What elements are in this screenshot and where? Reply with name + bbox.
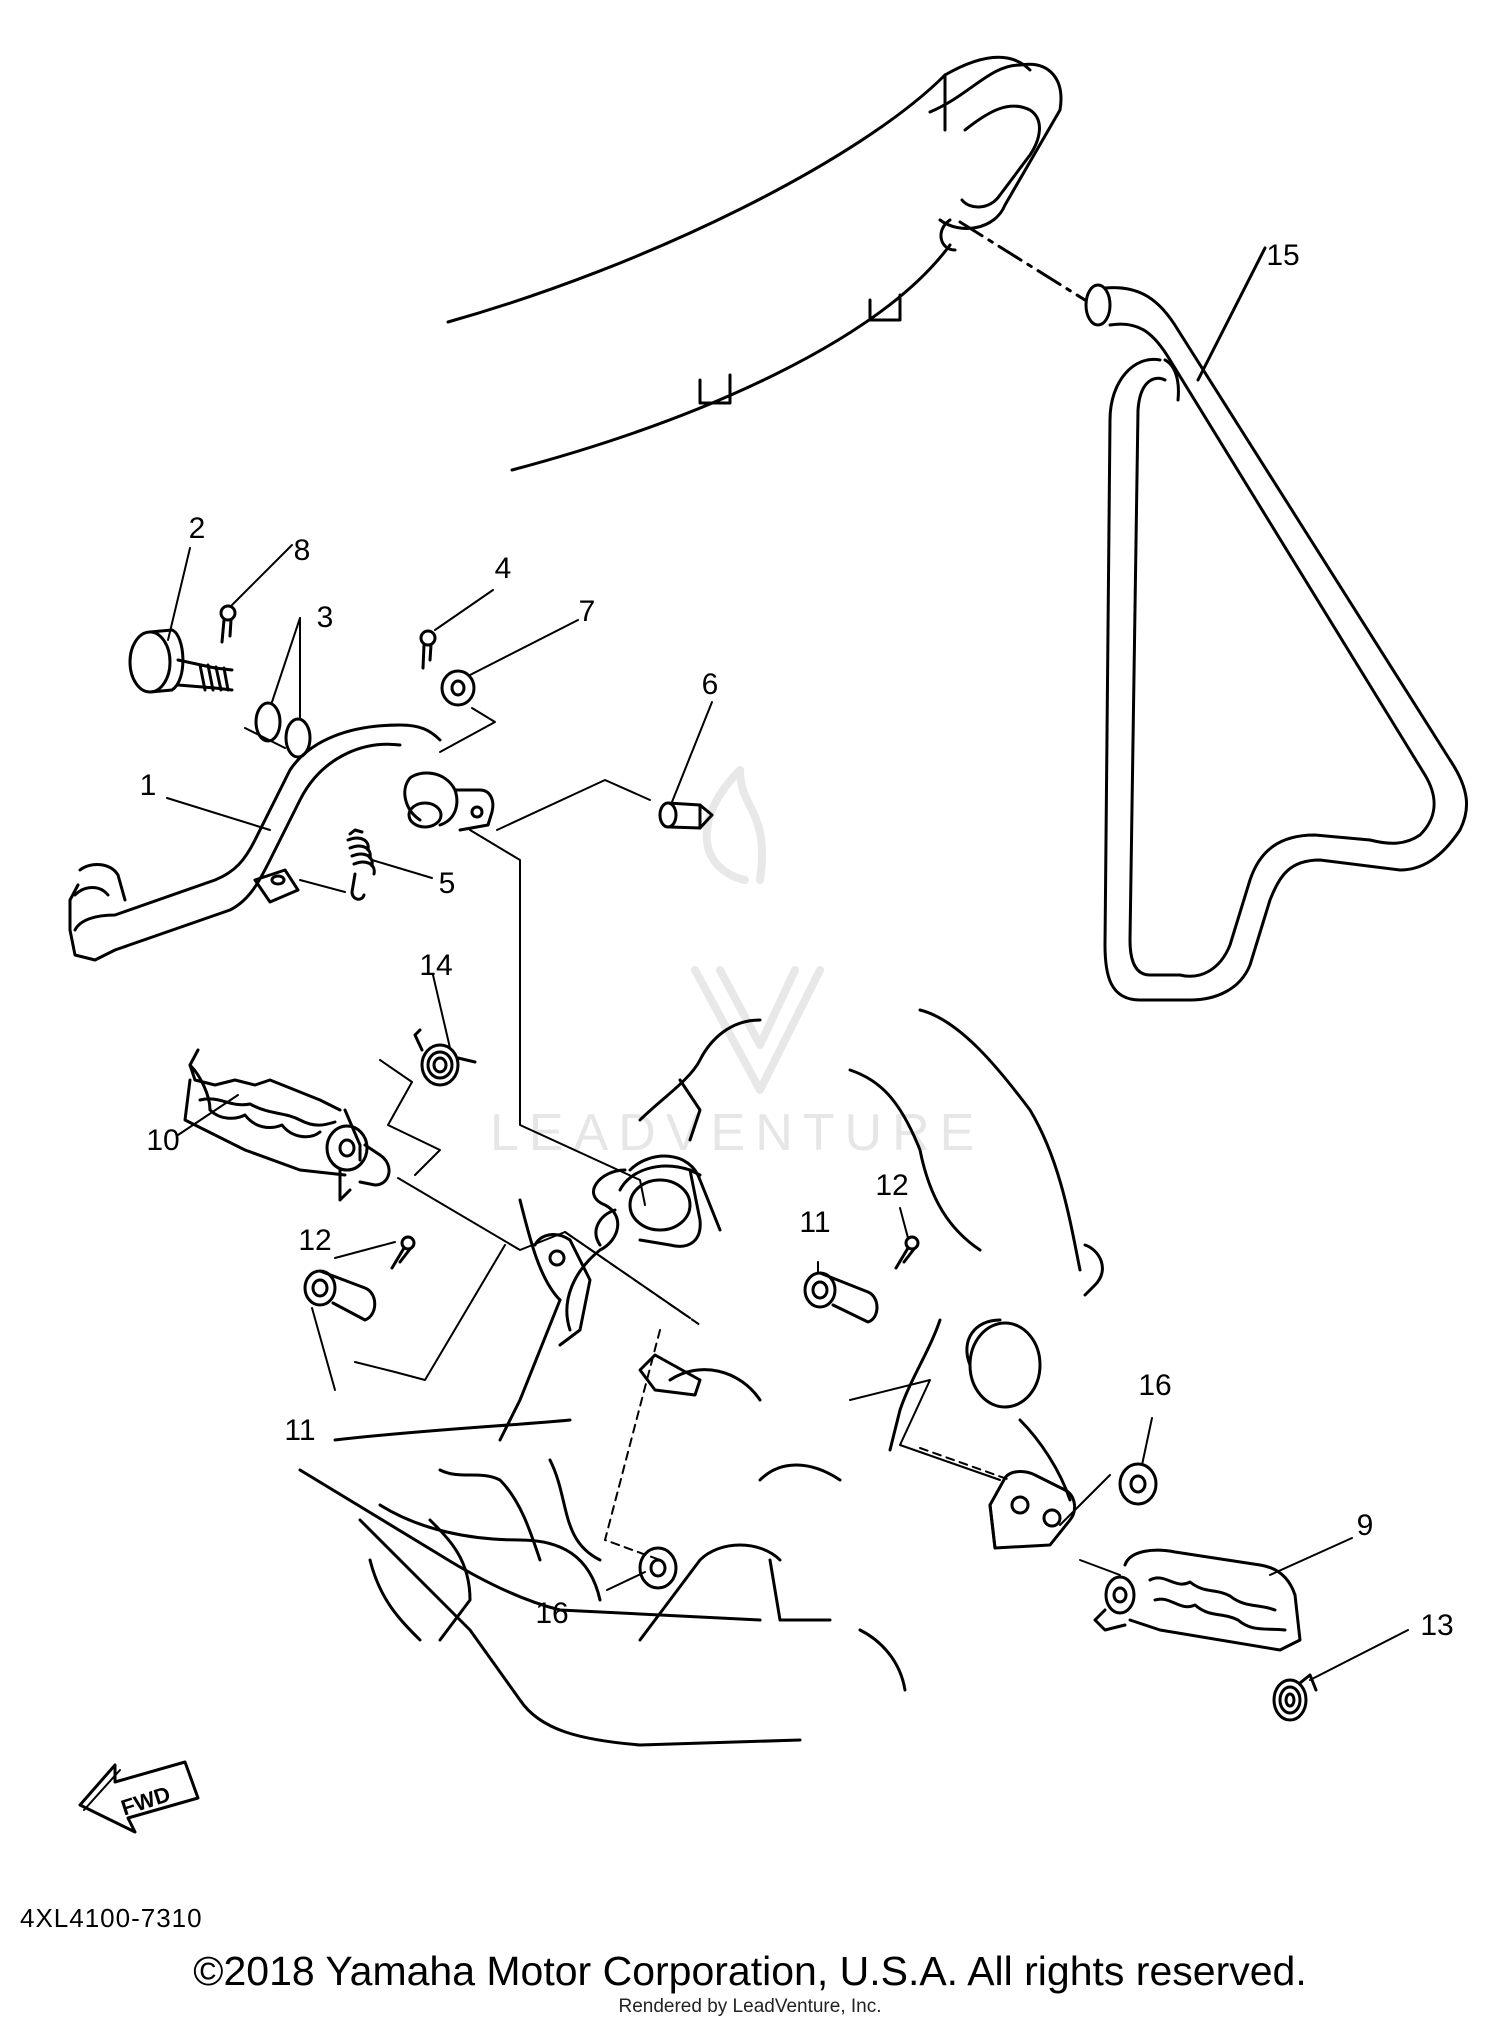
callout-16-left: 16	[535, 1597, 568, 1630]
spring-part-5	[346, 828, 376, 901]
spring-part-13	[1272, 1673, 1318, 1722]
callout-8: 8	[294, 534, 311, 567]
hidden-leaders	[564, 1231, 1011, 1561]
assembly-leaders	[244, 707, 1121, 1576]
callout-16-right: 16	[1138, 1369, 1171, 1402]
washer-part-7	[440, 669, 476, 707]
right-footrest-bracket	[988, 1470, 1077, 1550]
forward-arrow-icon: FWD	[78, 1760, 200, 1834]
footrest-part-9	[1093, 1548, 1302, 1652]
callout-9: 9	[1357, 1509, 1374, 1542]
callout-10: 10	[146, 1124, 179, 1157]
callout-13: 13	[1420, 1609, 1453, 1642]
part-code: 4XL4100-7310	[20, 1903, 203, 1933]
callout-7: 7	[579, 595, 596, 628]
callout-6: 6	[702, 668, 719, 701]
callout-11-left-bottom: 11	[284, 1414, 315, 1447]
watermark-text: LEADVENTURE	[490, 1104, 984, 1162]
fwd-label: FWD	[118, 1781, 173, 1820]
callout-1: 1	[140, 769, 157, 802]
callout-12-left: 12	[298, 1224, 331, 1257]
washer-part-16-right	[1118, 1462, 1158, 1506]
seat-frame-outline	[446, 55, 1063, 472]
footrest-part-10	[183, 1048, 391, 1202]
clevis-pin-part-11-left	[303, 1269, 377, 1322]
callout-2: 2	[189, 512, 206, 545]
callout-leaders	[166, 544, 1409, 1681]
callout-3: 3	[317, 601, 334, 634]
clevis-pin-part-11-right	[803, 1271, 879, 1324]
stand-leader-line	[958, 220, 1087, 302]
callout-12-right: 12	[875, 1169, 908, 1202]
callout-11-right: 11	[799, 1206, 830, 1239]
frame-mount-slot	[594, 1164, 702, 1248]
rear-stand-part-15	[1084, 283, 1469, 1002]
pivot-bolt-part-2	[128, 628, 234, 694]
engine-frame-outline	[298, 1008, 1104, 1747]
cotter-pin-part-4	[419, 629, 437, 670]
callout-labels: 1 2 3 4 5 6 7 8 9 10 11 11 11 12 12 13 1…	[140, 239, 1454, 1642]
washer-part-16-left	[638, 1546, 678, 1590]
pin-part-6	[658, 801, 714, 830]
cotter-pin-part-12-right	[894, 1235, 920, 1270]
o-rings-part-3	[254, 701, 312, 759]
leadventure-watermark-logo	[691, 766, 824, 1094]
brake-pedal-part-1	[68, 723, 495, 962]
callout-15: 15	[1266, 239, 1299, 272]
callout-5: 5	[439, 867, 456, 900]
spring-part-14	[413, 1028, 477, 1087]
left-footrest-bracket	[533, 1233, 702, 1397]
cotter-pin-part-12-left	[390, 1235, 416, 1270]
copyright-notice: ©2018 Yamaha Motor Corporation, U.S.A. A…	[193, 1948, 1307, 1994]
rendered-by-notice: Rendered by LeadVenture, Inc.	[618, 1996, 882, 2017]
cotter-pin-part-8	[219, 604, 237, 644]
callout-14: 14	[419, 949, 452, 982]
leader-15	[1196, 246, 1267, 382]
callout-4: 4	[495, 552, 512, 585]
